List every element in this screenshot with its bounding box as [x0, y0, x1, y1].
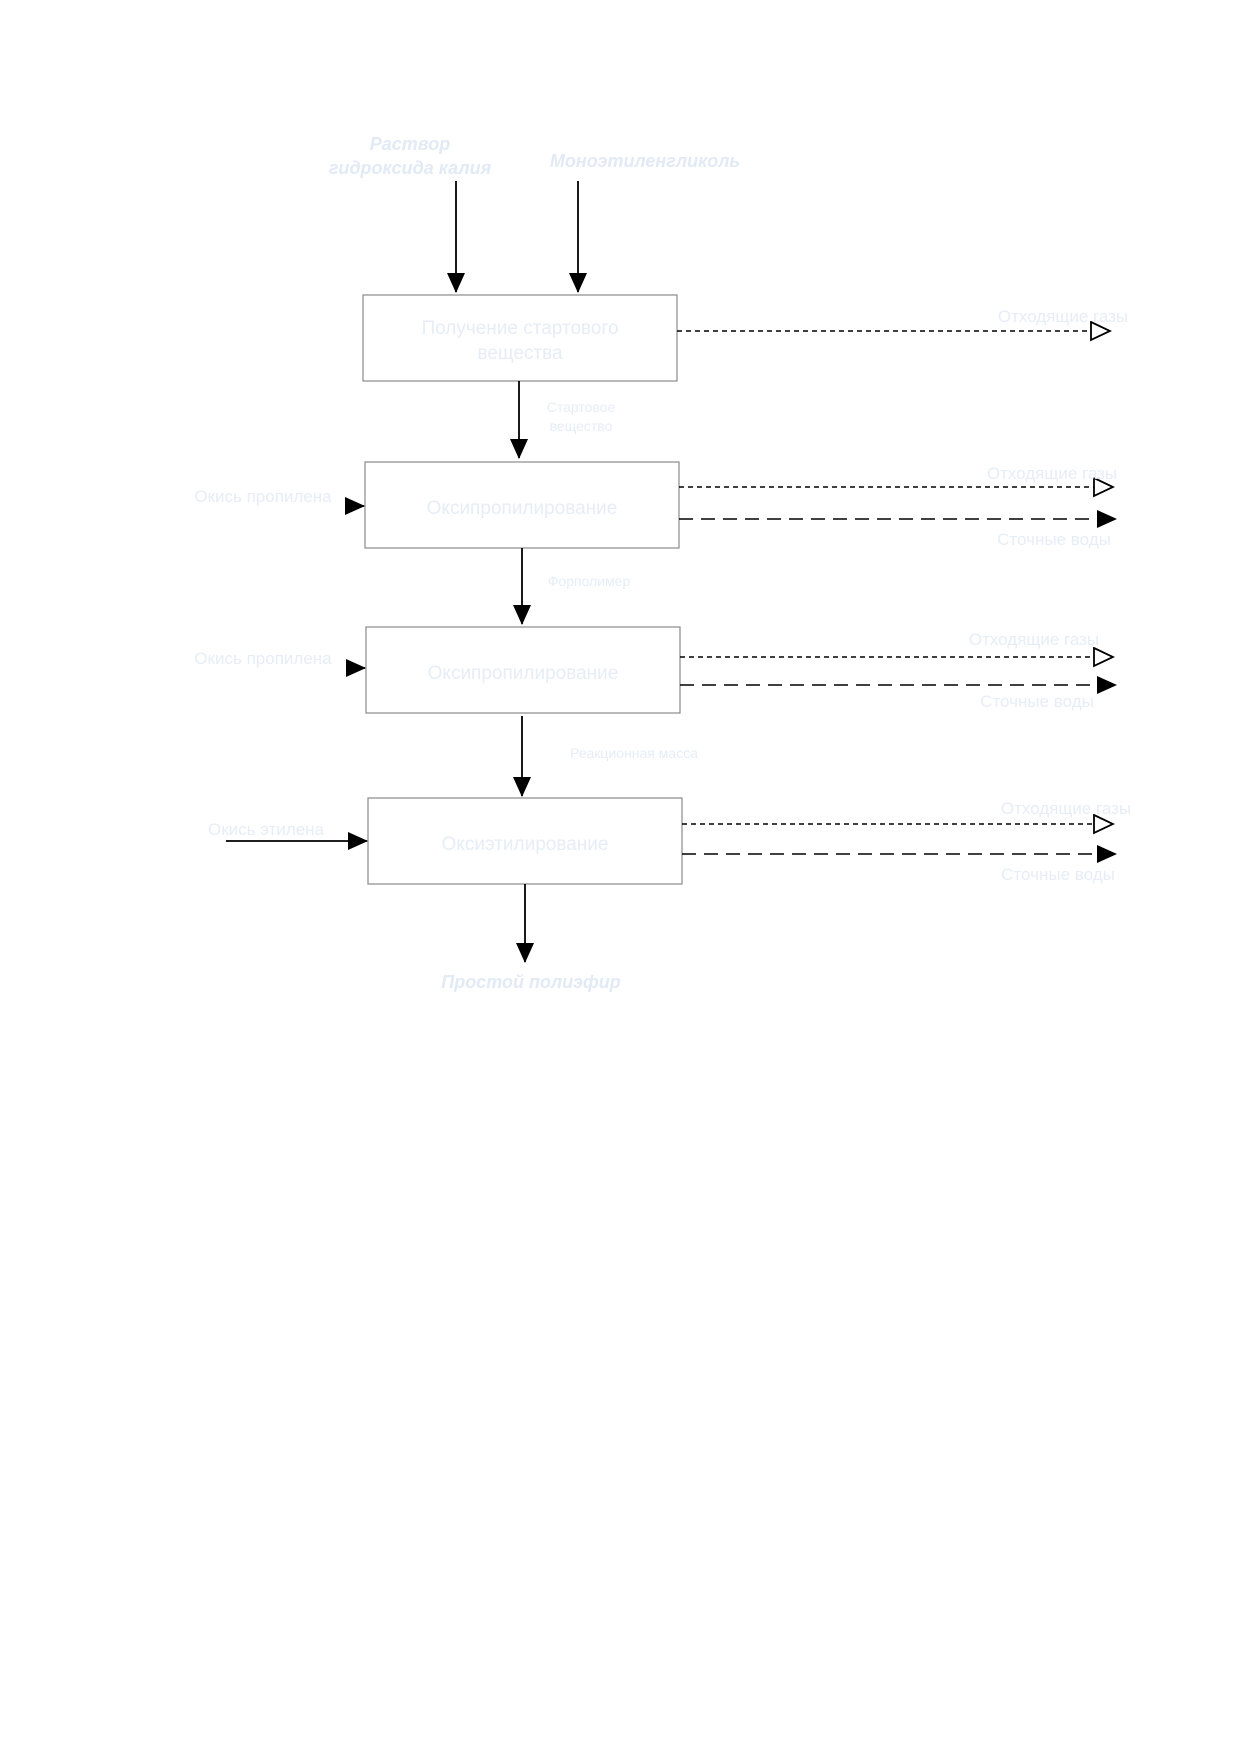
product-label: Простой полиэфир — [441, 972, 621, 992]
flow-label-reaction-mass: Реакционная масса — [570, 745, 698, 761]
block-1-label-line2: вещества — [477, 343, 563, 364]
output-label-gases-3: Отходящие газы — [969, 630, 1099, 649]
output-label-gases-4: Отходящие газы — [1001, 799, 1131, 818]
block-2-label: Оксипропилирование — [427, 498, 618, 519]
input-label-meg: Моноэтиленгликоль — [550, 151, 740, 171]
process-block-propoxylation-2 — [365, 626, 681, 714]
side-input-label-propylene-oxide-1: Окись пропилена — [194, 487, 332, 506]
block-3-label: Оксипропилирование — [428, 663, 619, 684]
output-label-gases-2: Отходящие газы — [987, 464, 1117, 483]
block-4-label: Оксиэтилирование — [442, 834, 609, 855]
input-label-koh-line2: гидроксида калия — [329, 158, 492, 178]
flow-label-starter-line2: вещество — [550, 418, 613, 434]
flow-label-prepolymer: Форполимер — [548, 573, 631, 589]
output-label-wastewater-4: Сточные воды — [1001, 865, 1115, 884]
process-block-ethoxylation — [367, 797, 683, 885]
block-1-label-line1: Получение стартового — [421, 318, 618, 339]
process-block-starter — [362, 294, 678, 382]
side-input-label-ethylene-oxide: Окись этилена — [208, 820, 325, 839]
side-input-label-propylene-oxide-2: Окись пропилена — [194, 649, 332, 668]
output-label-wastewater-2: Сточные воды — [997, 530, 1111, 549]
output-label-wastewater-3: Сточные воды — [980, 692, 1094, 711]
output-label-gases-1: Отходящие газы — [998, 307, 1128, 326]
flow-label-starter-line1: Стартовое — [547, 399, 616, 415]
input-label-koh-line1: Раствор — [370, 134, 450, 154]
